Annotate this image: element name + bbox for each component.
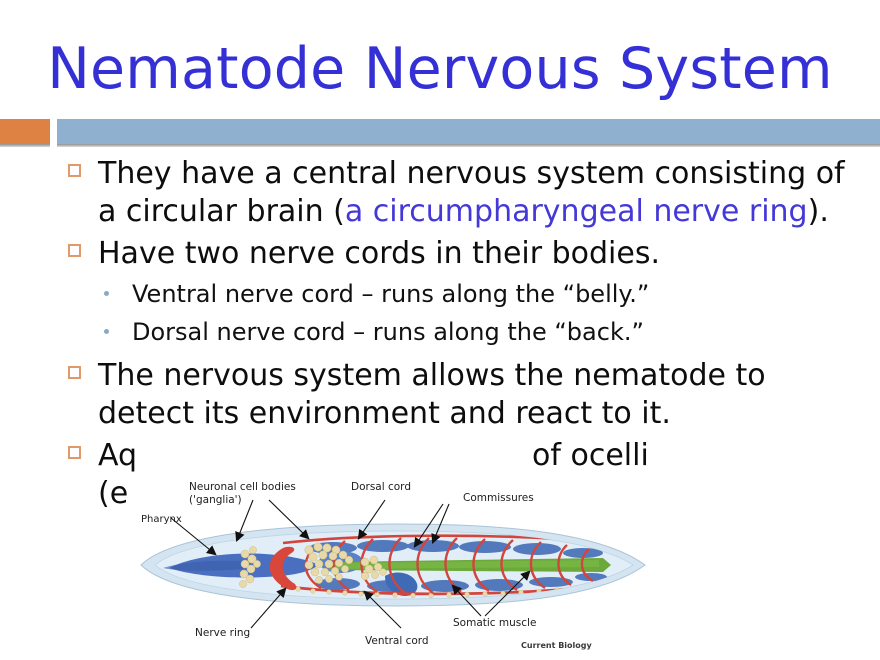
- label-ventral-cord: Ventral cord: [365, 635, 429, 647]
- square-bullet-icon: [68, 366, 81, 379]
- dot-bullet-icon: [104, 291, 109, 296]
- title-block: Nematode Nervous System: [0, 26, 880, 112]
- bullet-text-2: Have two nerve cords in their bodies.: [98, 236, 661, 271]
- sub-bullet-text-1: Ventral nerve cord – runs along the “bel…: [132, 280, 650, 308]
- label-dorsal-cord: Dorsal cord: [351, 481, 411, 493]
- list-item: Have two nerve cords in their bodies.: [60, 235, 870, 273]
- label-neuronal-cell-bodies: Neuronal cell bodies: [189, 481, 296, 493]
- accent-bar: [57, 119, 880, 147]
- intestine-highlight: [333, 560, 599, 569]
- ganglia-clusters: [239, 542, 387, 588]
- list-item: Ventral nerve cord – runs along the “bel…: [60, 275, 870, 313]
- page-title: Nematode Nervous System: [47, 36, 833, 102]
- bullet-text-3: The nervous system allows the nematode t…: [98, 358, 766, 431]
- bullet-highlight-1: a circumpharyngeal nerve ring: [344, 194, 808, 229]
- list-item: Dorsal nerve cord – runs along the “back…: [60, 313, 870, 351]
- list-item: They have a central nervous system consi…: [60, 155, 870, 231]
- label-credit: Current Biology: [521, 641, 592, 650]
- bullet-text-4-line2: (e: [98, 476, 129, 511]
- diagram-leader-lines: [170, 499, 531, 629]
- header-divider: [0, 119, 880, 147]
- nematode-anatomy-diagram: Neuronal cell bodies ('ganglia') Pharynx…: [133, 476, 653, 654]
- square-bullet-icon: [68, 446, 81, 459]
- label-ganglia: ('ganglia'): [189, 494, 242, 506]
- pharynx-lumen: [163, 560, 243, 571]
- list-item: The nervous system allows the nematode t…: [60, 357, 870, 433]
- bullet-text-1: They have a central nervous system consi…: [98, 156, 845, 229]
- dot-bullet-icon: [104, 329, 109, 334]
- sub-bullet-list: Ventral nerve cord – runs along the “bel…: [60, 275, 870, 351]
- bullet-text-4-end: of ocelli: [532, 438, 649, 473]
- diagram-labels: Neuronal cell bodies ('ganglia') Pharynx…: [141, 481, 592, 650]
- nerve-ring-shape: [269, 546, 297, 591]
- label-commissures: Commissures: [463, 492, 534, 504]
- square-bullet-icon: [68, 244, 81, 257]
- bullet-list: They have a central nervous system consi…: [60, 155, 870, 513]
- accent-square: [0, 119, 50, 147]
- bullet-text-4-start: Aq: [98, 438, 138, 473]
- label-nerve-ring: Nerve ring: [195, 627, 250, 639]
- square-bullet-icon: [68, 164, 81, 177]
- label-somatic-muscle: Somatic muscle: [453, 617, 536, 629]
- sub-bullet-text-2: Dorsal nerve cord – runs along the “back…: [132, 318, 644, 346]
- bullet-text-1-tail: ).: [807, 194, 829, 229]
- list-item: Aq of ocelli (e: [60, 437, 870, 513]
- label-pharynx: Pharynx: [141, 514, 182, 525]
